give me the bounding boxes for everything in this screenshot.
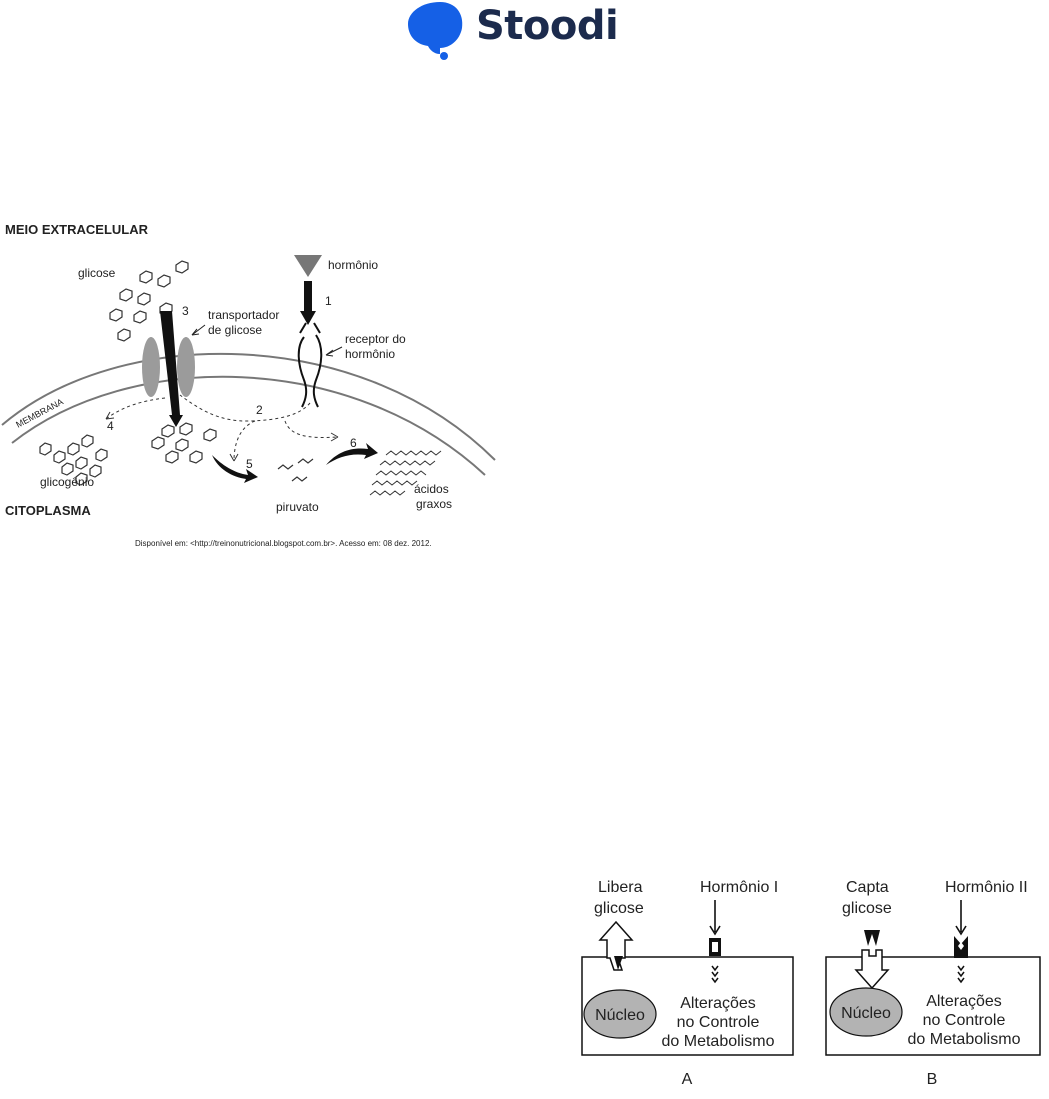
cell-a-signal-icon [711,965,719,984]
glycogen-chain [39,434,108,486]
cell-a-hormone-arrow-icon [709,900,721,936]
cell-b-hormone-label: Hormônio II [945,879,1028,896]
glucose-label: glicose [78,266,116,280]
cell-b-letter: B [927,1071,938,1088]
cell-b-hormone-arrow-icon [955,900,967,936]
cell-diagram: MEMBRANA MEIO EXTRACELULAR CITOPLASMA gl… [1,222,496,548]
cell-b-effect-3: do Metabolismo [908,1031,1021,1048]
glycolysis-arrow-icon [212,455,258,483]
pyruvate-molecules [277,458,314,482]
fatty-acids-label-2: graxos [416,497,452,511]
logo-dot-icon [440,52,448,60]
hormone-icon [294,255,322,277]
stoodi-logo [408,2,463,60]
cell-b: Capta glicose Hormônio II Núcleo Alteraç… [825,879,1041,1088]
cell-b-effect-1: Alterações [926,993,1002,1010]
cell-a-effect-1: Alterações [680,995,756,1012]
cell-b-effect-2: no Controle [923,1012,1006,1029]
cytoplasm-label: CITOPLASMA [5,503,91,518]
cell-b-signal-icon [957,965,965,984]
cell-a-glucose-1: Libera [598,879,643,896]
receptor-label-1: receptor do [345,332,406,346]
source-caption: Disponível em: <http://treinonutricional… [135,539,432,548]
cell-b-nucleus-label: Núcleo [841,1005,891,1022]
brand-name: Stoodi [476,3,619,49]
hormone-receptor [297,322,323,408]
signal-paths [105,394,339,462]
cell-b-nucleus [829,987,903,1037]
hormone-arrow-icon [300,281,316,325]
extracellular-label: MEIO EXTRACELULAR [5,222,149,237]
transporter-label-1: transportador [208,308,279,322]
cell-a-glucose-2: glicose [594,900,644,917]
step-2: 2 [256,403,263,417]
logo-mark-icon [408,2,463,54]
cell-a-effect-2: no Controle [677,1014,760,1031]
lipogenesis-arrow-icon [326,443,378,465]
glucose-molecules [109,260,189,342]
cell-a-hormone-label: Hormônio I [700,879,778,896]
glycogen-label: glicogênio [40,475,94,489]
receptor-label-2: hormônio [345,347,395,361]
step-4: 4 [107,419,114,433]
glucose-entry-arrow-icon [160,311,183,427]
step-6: 6 [350,436,357,450]
hormone-label: hormônio [328,258,378,272]
membrane-inner [11,375,486,476]
cell-b-glucose-1: Capta [846,879,889,896]
hormone-cells-diagram: Libera glicose Hormônio I Núcleo Alteraç… [581,879,1041,1088]
cell-a-letter: A [682,1071,693,1088]
cell-b-glucose-2: glicose [842,900,892,917]
fatty-acids-label-1: ácidos [414,482,449,496]
fatty-acid-chains [369,450,442,496]
cell-a-nucleus-label: Núcleo [595,1007,645,1024]
cell-b-glucose-in-arrow-icon [854,949,890,990]
step-3: 3 [182,304,189,318]
transporter-label-2: de glicose [208,323,262,337]
cell-a-nucleus [583,989,657,1039]
step-1: 1 [325,294,332,308]
pyruvate-label: piruvato [276,500,319,514]
intracellular-glucose [151,422,217,464]
cell-a: Libera glicose Hormônio I Núcleo Alteraç… [581,879,794,1088]
transporter-right [177,337,195,397]
transporter-left [142,337,160,397]
step-5: 5 [246,457,253,471]
membrane-outer [1,352,496,461]
cell-a-effect-3: do Metabolismo [662,1033,775,1050]
